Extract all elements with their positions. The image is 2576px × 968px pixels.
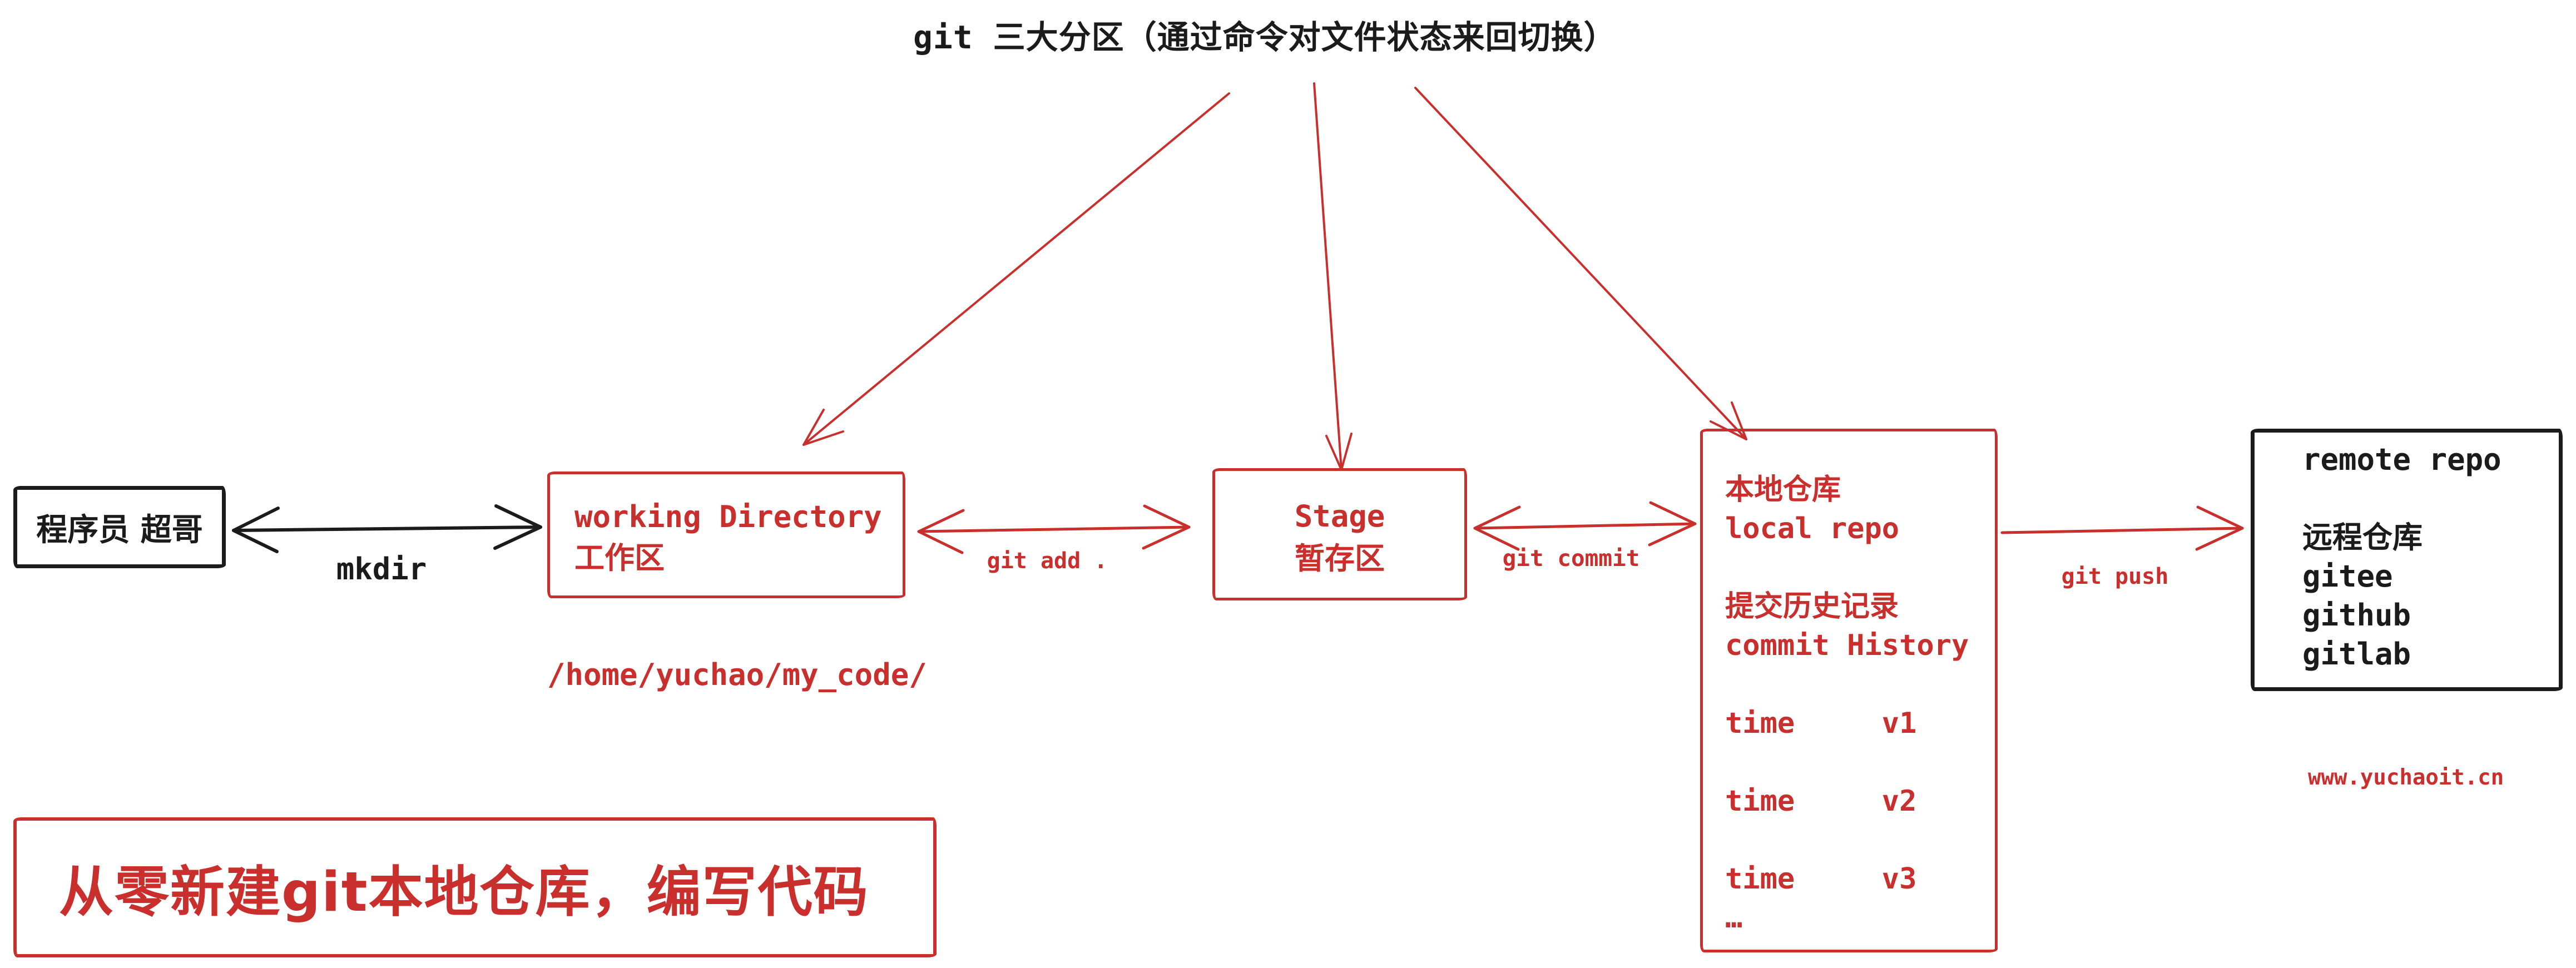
stage-line: Stage xyxy=(1294,499,1385,534)
git-commit-arrow xyxy=(1473,501,1697,551)
remote-repo-line: 远程仓库 xyxy=(2302,520,2423,555)
stage-box: Stage 暂存区 xyxy=(1212,468,1467,600)
title-arrow-left xyxy=(802,92,1230,446)
local-repo-line: local repo xyxy=(1725,512,1900,545)
git-add-arrow xyxy=(917,504,1191,554)
local-repo-line: … xyxy=(1725,901,1743,935)
title-arrow-right xyxy=(1414,87,1747,440)
local-repo-line xyxy=(1725,548,1995,587)
stage-line: 暂存区 xyxy=(1295,541,1385,576)
watermark: www.yuchaoit.cn xyxy=(2308,765,2504,790)
git-commit-label: git commit xyxy=(1502,545,1640,572)
git-push-label: git push xyxy=(2061,564,2169,589)
remote-repo-line: gitlab xyxy=(2302,637,2411,672)
remote-repo-line xyxy=(2302,479,2559,518)
remote-repo-line: github xyxy=(2302,598,2411,633)
local-repo-line xyxy=(1725,665,1995,704)
local-repo-line: commit History xyxy=(1725,629,1969,662)
title-arrow-middle xyxy=(1313,82,1353,471)
local-repo-line xyxy=(1725,743,1995,782)
local-repo-line xyxy=(1725,821,1995,860)
local-repo-line: time v3 xyxy=(1725,862,1917,896)
local-repo-line: 本地仓库 xyxy=(1725,473,1841,507)
local-repo-box: 本地仓库 local repo 提交历史记录 commit History ti… xyxy=(1700,429,1998,952)
headline-text: 从零新建git本地仓库，编写代码 xyxy=(59,861,869,924)
local-repo-line: 提交历史记录 xyxy=(1725,590,1899,623)
workdir-path-note: /home/yuchao/my_code/ xyxy=(547,657,927,692)
local-repo-line: time v1 xyxy=(1725,707,1917,740)
remote-repo-box: remote repo 远程仓库 gitee github gitlab xyxy=(2251,429,2563,691)
local-repo-line: time v2 xyxy=(1725,785,1917,818)
working-directory-line: working Directory xyxy=(574,499,882,534)
remote-repo-line: remote repo xyxy=(2302,442,2501,477)
programmer-box: 程序员 超哥 xyxy=(13,486,226,568)
git-push-arrow xyxy=(2000,505,2244,551)
working-directory-box: working Directory 工作区 xyxy=(547,471,905,598)
mkdir-label: mkdir xyxy=(336,552,427,587)
page-title: git 三大分区（通过命令对文件状态来回切换） xyxy=(913,18,1617,56)
programmer-label: 程序员 超哥 xyxy=(36,512,203,548)
remote-repo-line: gitee xyxy=(2302,559,2393,594)
working-directory-line: 工作区 xyxy=(574,540,665,575)
mkdir-arrow xyxy=(232,504,542,553)
headline-box: 从零新建git本地仓库，编写代码 xyxy=(13,817,937,957)
git-add-label: git add . xyxy=(987,548,1108,574)
